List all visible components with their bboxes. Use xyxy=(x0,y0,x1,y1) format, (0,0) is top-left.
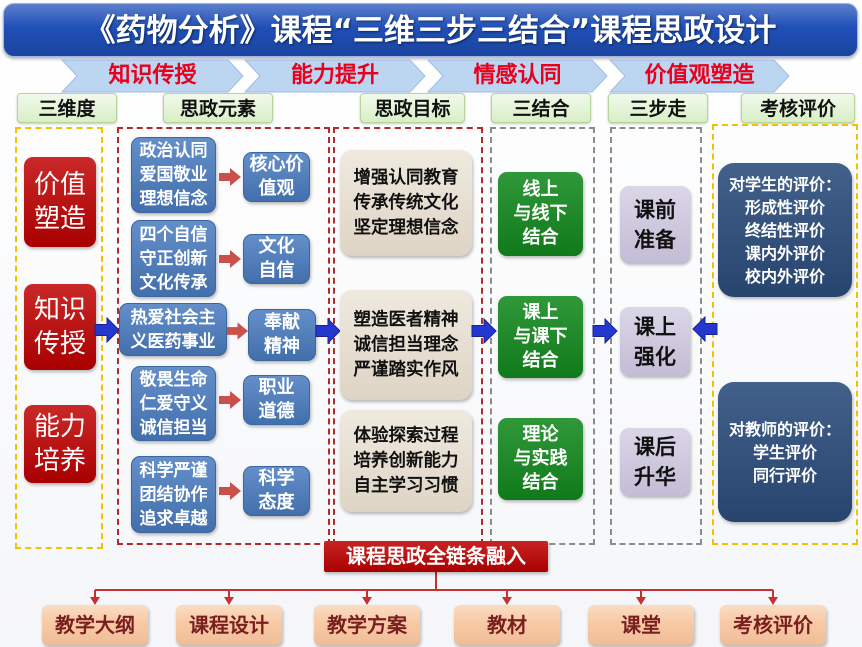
evaluation-heading: 对教师的评价： xyxy=(728,419,841,439)
combination-box: 理论 与实践 结合 xyxy=(498,418,583,500)
arrow-left-icon xyxy=(692,316,718,342)
arrow-right-icon xyxy=(94,317,120,343)
dimension-box: 能力 培养 xyxy=(24,405,96,483)
combination-box: 课上 与课下 结合 xyxy=(498,296,583,378)
integration-target-assessment: 考核评价 xyxy=(720,605,826,645)
arrow-right-icon xyxy=(219,482,241,500)
integration-target-course-design: 课程设计 xyxy=(176,605,282,645)
connector-drop xyxy=(768,590,778,605)
stage-label-values: 价值观塑造 xyxy=(644,63,755,88)
stage-label-ability: 能力提升 xyxy=(290,63,379,88)
element-target-box: 文化 自信 xyxy=(243,234,310,284)
element-source-box: 敬畏生命 仁爱守义 诚信担当 xyxy=(131,366,216,441)
header-evaluation: 考核评价 xyxy=(741,93,855,123)
connector-drop xyxy=(90,590,100,605)
evaluation-item: 形成性评价 xyxy=(744,197,825,217)
arrow-right-icon xyxy=(227,322,248,340)
column-frame-dimensions xyxy=(15,127,103,549)
stage-label-emotion: 情感认同 xyxy=(473,63,562,88)
evaluation-item: 终结性评价 xyxy=(744,220,825,240)
connector-drop xyxy=(502,590,512,605)
stage-chevrons xyxy=(60,59,790,93)
element-source-box: 热爱社会主 义医药事业 xyxy=(119,303,227,356)
evaluation-item: 同行评价 xyxy=(752,465,817,485)
goal-box: 体验探索过程 培养创新能力 自主学习习惯 xyxy=(340,410,472,512)
page-title: 《药物分析》课程“三维三步三结合”课程思政设计 xyxy=(3,3,858,57)
header-combinations: 三结合 xyxy=(491,93,591,123)
evaluation-heading: 对学生的评价： xyxy=(728,174,841,194)
arrow-right-icon xyxy=(219,250,241,268)
combination-box: 线上 与线下 结合 xyxy=(498,172,583,256)
connector-drop xyxy=(224,590,234,605)
header-dimensions: 三维度 xyxy=(17,93,117,123)
goal-box: 增强认同教育 传承传统文化 坚定理想信念 xyxy=(340,150,472,256)
header-goals: 思政目标 xyxy=(360,93,465,123)
evaluation-box-teachers: 对教师的评价： 学生评价 同行评价 xyxy=(718,382,852,522)
integration-label: 课程思政全链条融入 xyxy=(324,541,548,572)
integration-target-classroom: 课堂 xyxy=(588,605,694,645)
stage-chevron-2 xyxy=(243,59,426,93)
dimension-box: 知识 传授 xyxy=(24,284,96,370)
stage-chevron-1 xyxy=(60,59,244,93)
arrow-right-icon xyxy=(315,318,341,344)
integration-target-textbook: 教材 xyxy=(454,605,560,645)
element-source-box: 政治认同 爱国敬业 理想信念 xyxy=(131,137,216,213)
arrow-right-icon xyxy=(471,318,497,344)
arrow-right-icon xyxy=(592,318,618,344)
element-source-box: 四个自信 守正创新 文化传承 xyxy=(131,220,216,297)
header-steps: 三步走 xyxy=(608,93,708,123)
dimension-box: 价值 塑造 xyxy=(24,157,96,247)
connector-drop xyxy=(362,590,372,605)
header-elements: 思政元素 xyxy=(163,93,273,123)
stage-chevron-3 xyxy=(426,59,608,93)
integration-target-syllabus: 教学大纲 xyxy=(42,605,148,645)
arrow-right-icon xyxy=(219,391,241,409)
stage-label-knowledge: 知识传授 xyxy=(108,63,197,88)
element-target-box: 核心价 值观 xyxy=(243,152,310,202)
connector-drop xyxy=(636,590,646,605)
step-box: 课上 强化 xyxy=(620,307,690,376)
element-target-box: 科学 态度 xyxy=(243,466,310,516)
step-box: 课前 准备 xyxy=(620,186,690,263)
element-source-box: 科学严谨 团结协作 追求卓越 xyxy=(131,456,216,533)
evaluation-box-students: 对学生的评价： 形成性评价 终结性评价 课内外评价 校内外评价 xyxy=(718,163,852,297)
integration-target-teaching-plan: 教学方案 xyxy=(314,605,420,645)
stage-chevron-4 xyxy=(608,59,790,93)
step-box: 课后 升华 xyxy=(620,428,690,496)
evaluation-item: 学生评价 xyxy=(752,442,817,462)
goal-box: 塑造医者精神 诚信担当理念 严谨踏实作风 xyxy=(340,290,472,400)
arrow-right-icon xyxy=(219,168,241,186)
evaluation-item: 课内外评价 xyxy=(744,243,825,263)
element-target-box: 职业 道德 xyxy=(243,375,310,425)
element-target-box: 奉献 精神 xyxy=(248,309,316,361)
evaluation-item: 校内外评价 xyxy=(744,266,825,286)
